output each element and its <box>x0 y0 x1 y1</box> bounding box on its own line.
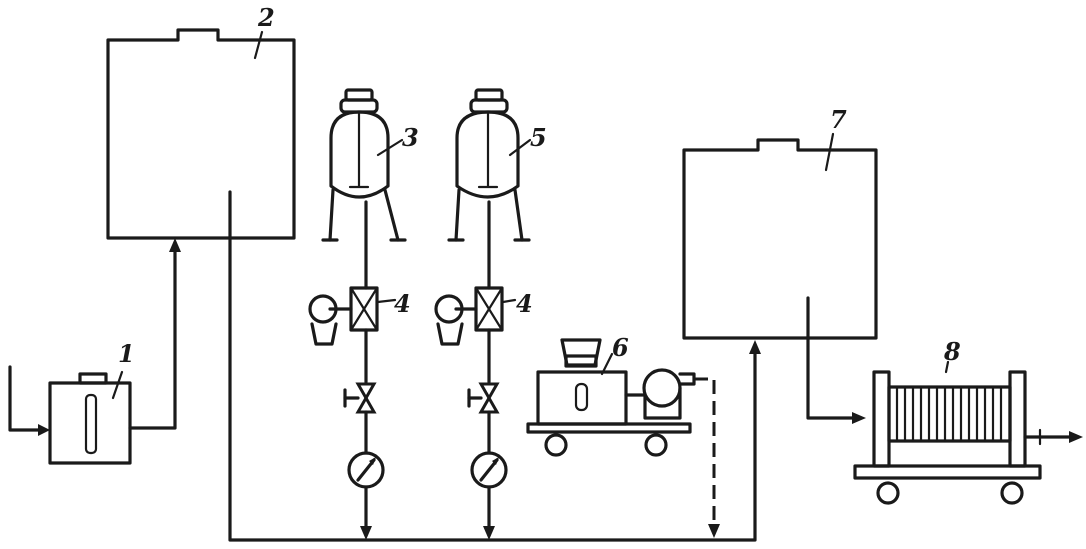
tank-left <box>106 28 296 240</box>
label-filter-press: 8 <box>943 337 961 374</box>
cart-unit <box>526 338 696 457</box>
label-reactor-a: 3 <box>376 123 419 157</box>
label-tank-left: 2 <box>253 3 275 60</box>
line-a <box>343 328 385 540</box>
reactor-b <box>447 88 531 290</box>
label-heater-text: 1 <box>118 339 135 368</box>
line-b <box>467 328 508 540</box>
label-cart-unit-text: 6 <box>612 333 629 362</box>
label-reactor-b: 5 <box>508 123 547 157</box>
label-heater: 1 <box>111 339 135 400</box>
label-tank-right-text: 7 <box>830 105 847 134</box>
pump-b <box>434 286 504 346</box>
cart-dashed-line <box>694 377 720 538</box>
label-tank-left-text: 2 <box>257 3 275 32</box>
label-pump-a: 4 <box>376 289 411 318</box>
reactor-a <box>321 88 407 290</box>
tank-to-filter-line <box>806 296 866 424</box>
label-cart-unit: 6 <box>600 333 629 376</box>
label-pump-a-text: 4 <box>394 289 411 318</box>
label-filter-press-text: 8 <box>943 337 961 366</box>
label-tank-right: 7 <box>824 105 847 172</box>
label-reactor-b-text: 5 <box>530 123 547 152</box>
pump-a <box>308 286 379 346</box>
main-header-pipe <box>228 190 761 542</box>
filter-press <box>853 370 1083 505</box>
tank-right <box>682 138 878 340</box>
heater-inlet-line <box>8 365 50 436</box>
heater-to-tank-line <box>128 238 181 430</box>
label-pump-b-text: 4 <box>516 289 533 318</box>
heater-unit <box>48 372 132 465</box>
label-pump-b: 4 <box>501 289 533 318</box>
label-reactor-a-text: 3 <box>402 123 419 152</box>
